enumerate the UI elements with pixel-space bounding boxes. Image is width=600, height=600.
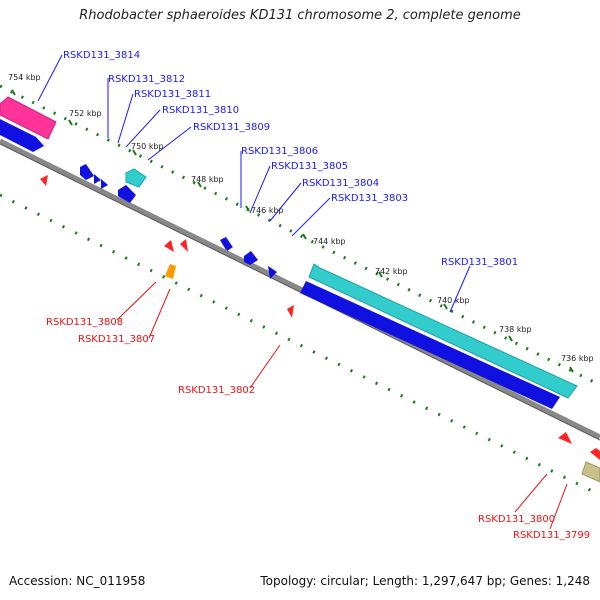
kbp-major-ticks bbox=[11, 89, 574, 373]
gene-feature-blue[interactable] bbox=[227, 242, 233, 251]
reverse-leader-lines bbox=[116, 281, 568, 530]
gene-label[interactable]: RSKD131_3804 bbox=[302, 178, 379, 189]
genome-stats: Topology: circular; Length: 1,297,647 bp… bbox=[260, 574, 590, 588]
gene-label[interactable]: RSKD131_3803 bbox=[331, 193, 408, 204]
forward-leader-lines bbox=[37, 54, 471, 313]
gene-label[interactable]: RSKD131_3814 bbox=[63, 50, 140, 61]
gene-label[interactable]: RSKD131_3805 bbox=[271, 161, 348, 172]
gene-label[interactable]: RSKD131_3801 bbox=[441, 257, 518, 268]
gene-label[interactable]: RSKD131_3800 bbox=[478, 514, 555, 525]
gene-feature-blue[interactable] bbox=[0, 119, 44, 152]
gene-feature-red[interactable] bbox=[164, 240, 174, 252]
kbp-label: 748 kbp bbox=[191, 175, 224, 184]
kbp-label: 750 kbp bbox=[131, 142, 164, 151]
gene-feature-red[interactable] bbox=[558, 432, 572, 444]
kbp-label: 754 kbp bbox=[8, 73, 41, 82]
gene-feature-blue-large[interactable] bbox=[300, 281, 560, 409]
accession-label: Accession: NC_011958 bbox=[9, 574, 146, 588]
gene-feature-blue[interactable] bbox=[118, 185, 136, 203]
gene-feature-blue[interactable] bbox=[80, 164, 94, 180]
gene-feature-red[interactable] bbox=[40, 175, 48, 186]
gene-feature-cyan-large[interactable] bbox=[308, 263, 578, 399]
gene-feature-olive[interactable] bbox=[581, 461, 600, 483]
gene-label[interactable]: RSKD131_3802 bbox=[178, 385, 255, 396]
kbp-label: 746 kbp bbox=[251, 206, 284, 215]
gene-feature-magenta[interactable] bbox=[0, 96, 57, 140]
gene-label[interactable]: RSKD131_3806 bbox=[241, 146, 318, 157]
gene-feature-cyan[interactable] bbox=[125, 168, 147, 188]
gene-feature-blue[interactable] bbox=[101, 179, 108, 189]
gene-label[interactable]: RSKD131_3811 bbox=[134, 89, 211, 100]
gene-feature-red[interactable] bbox=[287, 305, 294, 318]
gene-label[interactable]: RSKD131_3808 bbox=[46, 317, 123, 328]
kbp-label: 744 kbp bbox=[313, 237, 346, 246]
kbp-label: 736 kbp bbox=[561, 354, 594, 363]
gene-feature-blue[interactable] bbox=[94, 174, 101, 184]
gene-label[interactable]: RSKD131_3812 bbox=[108, 74, 185, 85]
kbp-label: 752 kbp bbox=[69, 109, 102, 118]
chromosome-backbone bbox=[0, 138, 600, 440]
map-title: Rhodobacter sphaeroides KD131 chromosome… bbox=[79, 8, 521, 23]
gene-feature-orange[interactable] bbox=[165, 264, 176, 279]
gene-label[interactable]: RSKD131_3810 bbox=[162, 105, 239, 116]
kbp-label: 740 kbp bbox=[437, 296, 470, 305]
kbp-label: 738 kbp bbox=[499, 325, 532, 334]
gene-feature-red[interactable] bbox=[590, 448, 600, 460]
gene-feature-blue[interactable] bbox=[268, 266, 277, 279]
gene-label[interactable]: RSKD131_3799 bbox=[513, 530, 590, 541]
gene-label[interactable]: RSKD131_3807 bbox=[78, 334, 155, 345]
kbp-label: 742 kbp bbox=[375, 267, 408, 276]
gene-feature-red[interactable] bbox=[180, 239, 188, 252]
reverse-scale bbox=[0, 193, 600, 497]
gene-feature-blue[interactable] bbox=[244, 251, 258, 265]
gene-label[interactable]: RSKD131_3809 bbox=[193, 122, 270, 133]
